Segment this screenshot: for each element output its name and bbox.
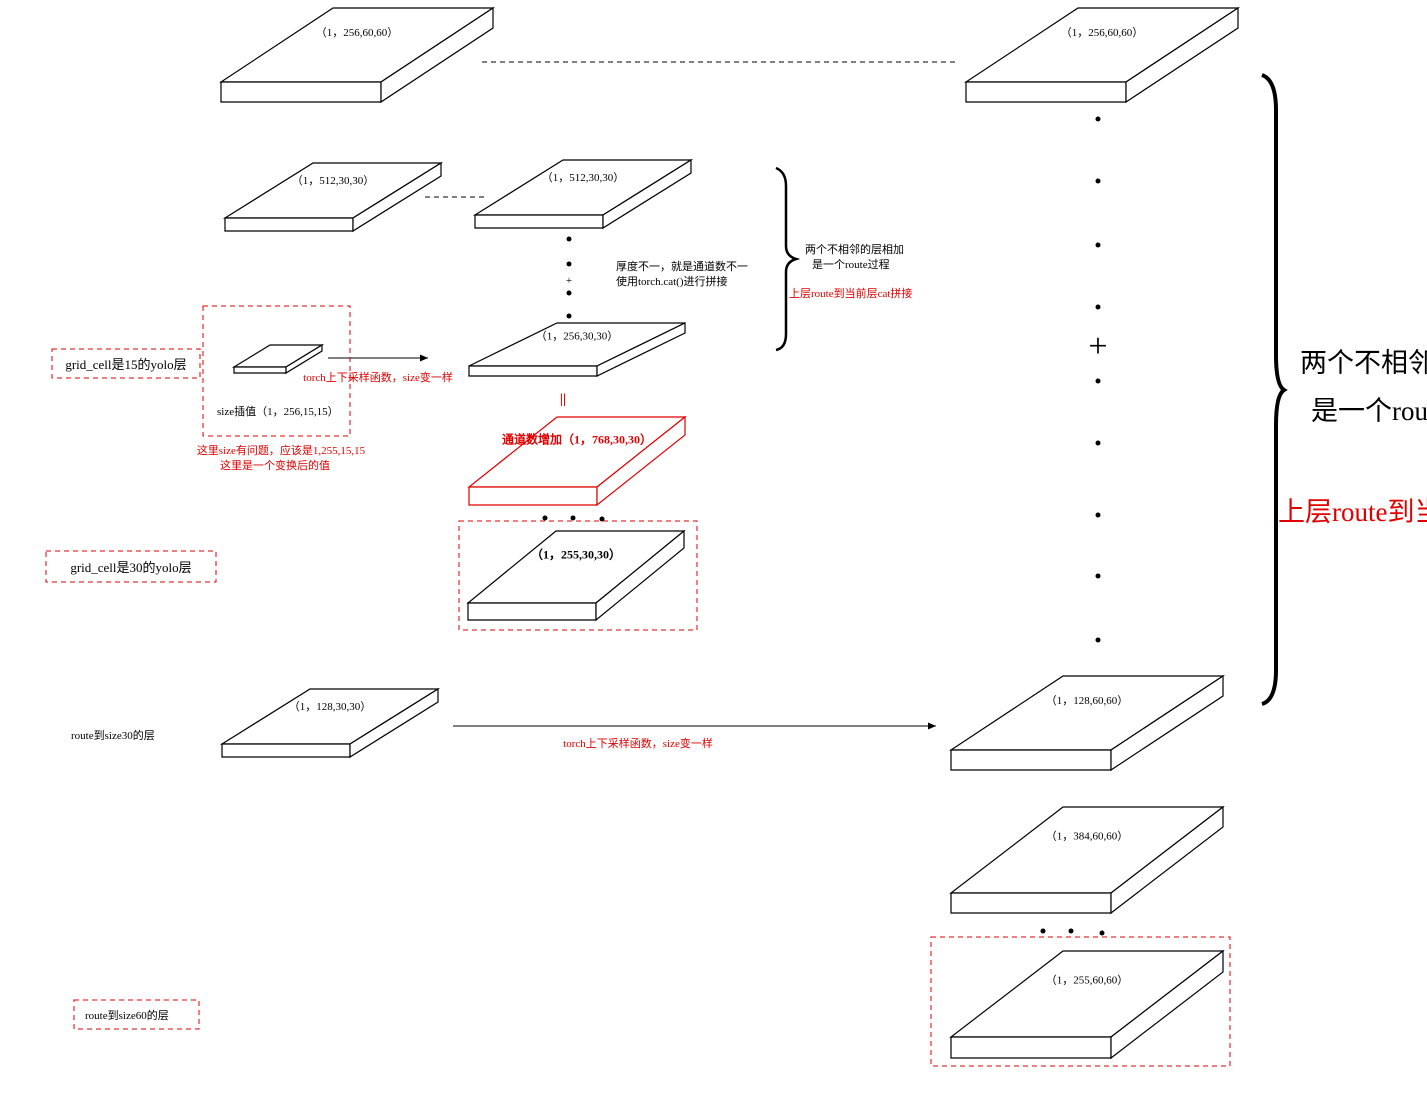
slab-small	[231, 343, 325, 375]
dot-mid-1	[566, 236, 572, 242]
box-b4	[930, 936, 1231, 1067]
dot-right-9	[1095, 637, 1101, 643]
upsample-label-1: torch上下采样函数，size变一样	[303, 370, 453, 384]
slab-a3-label: （1，512,30,30）	[542, 171, 625, 184]
arrow-upsample-30-head	[928, 722, 936, 730]
box-yolo15-label	[51, 348, 201, 379]
box-route60-label	[73, 999, 200, 1030]
route-big-red: 上层route到当前层cat拼接	[1278, 497, 1427, 527]
label-yolo30: grid_cell是30的yolo层	[70, 560, 191, 575]
dot-mid-2	[566, 261, 572, 267]
dot-row-b-2	[1068, 928, 1074, 934]
slab-b2-label: （1，128,60,60）	[1046, 694, 1129, 707]
upsample-label-2: torch上下采样函数，size变一样	[563, 736, 713, 750]
dot-right-3	[1095, 242, 1101, 248]
slab-a6: （1，255,30,30）	[466, 529, 686, 622]
dot-mid-4	[566, 313, 572, 319]
route-small-1: 两个不相邻的层相加	[805, 242, 904, 256]
route-small-red: 上层route到当前层cat拼接	[789, 286, 912, 300]
dot-right-8	[1095, 573, 1101, 579]
equals-sign: ||	[560, 392, 566, 407]
slab-b4-label: （1，255,60,60）	[1046, 974, 1129, 987]
slab-a1: （1，256,60,60）	[219, 6, 495, 104]
slab-a7-label: （1，128,30,30）	[289, 700, 372, 713]
dot-row-b-3	[1099, 930, 1105, 936]
label-route60: route到size60的层	[85, 1008, 169, 1022]
dot-layer	[542, 116, 1105, 936]
box-a6	[458, 520, 698, 631]
dot-row-a-3	[599, 516, 605, 522]
dot-mid-3	[566, 290, 572, 296]
slab-b2: （1，128,60,60）	[949, 674, 1225, 772]
dot-right-5	[1095, 378, 1101, 384]
dot-row-a-2	[570, 515, 576, 521]
text-layer: + + || grid_cell是15的yolo层 grid_cell是30的yolo层…	[65, 242, 1427, 1022]
plus-big: +	[1088, 328, 1107, 365]
brace-big	[1261, 73, 1288, 706]
thickness-note-1: 厚度不一，就是通道数不一	[616, 259, 748, 273]
slab-a4-label: （1，256,30,30）	[536, 329, 619, 342]
dashed-box-layer	[45, 305, 1231, 1067]
dot-right-6	[1095, 440, 1101, 446]
label-interp: size插值（1，256,15,15）	[217, 404, 339, 418]
route-big-2: 是一个route过程	[1311, 396, 1427, 426]
brace-small	[775, 166, 801, 352]
box-interp	[202, 305, 351, 437]
slab-a7: （1，128,30,30）	[219, 687, 441, 759]
dot-right-1	[1095, 116, 1101, 122]
label-yolo15: grid_cell是15的yolo层	[65, 357, 186, 372]
slab-a2: （1，512,30,30）	[222, 161, 444, 233]
slab-b1-label: （1，256,60,60）	[1061, 26, 1144, 39]
dot-row-b-1	[1040, 928, 1046, 934]
route-small-2: 是一个route过程	[812, 258, 890, 271]
dot-right-4	[1095, 304, 1101, 310]
plus-small: +	[566, 275, 572, 287]
connector-layer	[328, 61, 1288, 730]
slab-a1-label: （1，256,60,60）	[316, 26, 399, 39]
box-yolo30-label	[45, 550, 217, 583]
dot-row-a-1	[542, 515, 548, 521]
slab-a6-label: （1，255,30,30）	[531, 546, 621, 561]
slab-a5-label: 通道数增加（1，768,30,30）	[502, 432, 652, 447]
slab-a2-label: （1，512,30,30）	[292, 174, 375, 187]
note-size-1: 这里size有问题，应该是1,255,15,15	[197, 443, 366, 457]
slab-b3-label: （1，384,60,60）	[1046, 830, 1129, 843]
dot-right-7	[1095, 512, 1101, 518]
slab-a5: 通道数增加（1，768,30,30）	[467, 415, 687, 507]
slab-a3: （1，512,30,30）	[472, 158, 694, 230]
slab-b4: （1，255,60,60）	[949, 949, 1225, 1060]
note-size-2: 这里是一个变换后的值	[220, 458, 330, 472]
slab-b3: （1，384,60,60）	[949, 805, 1225, 915]
label-route30: route到size30的层	[71, 728, 155, 742]
dot-right-2	[1095, 178, 1101, 184]
slab-b1: （1，256,60,60）	[964, 6, 1240, 104]
slab-layer: （1，256,60,60） （1，512,30,30） （1，512,30,30） （…	[219, 6, 1240, 1060]
route-big-1: 两个不相邻的层相加	[1300, 348, 1427, 378]
slab-a4: （1，256,30,30）	[468, 322, 686, 377]
thickness-note-2: 使用torch.cat()进行拼接	[616, 274, 728, 288]
arrow-upsample-15-head	[420, 354, 428, 362]
